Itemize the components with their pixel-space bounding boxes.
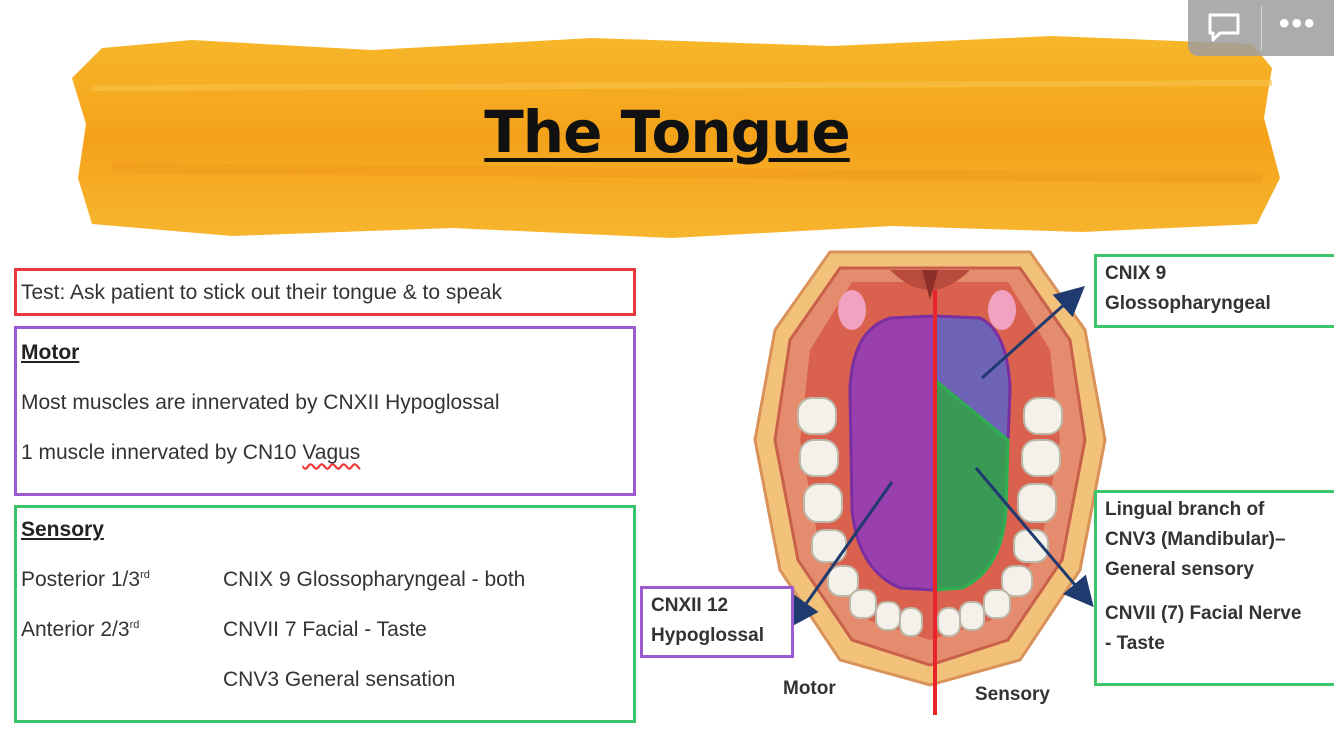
vagus-word: Vagus bbox=[302, 441, 361, 464]
uvula bbox=[922, 270, 938, 300]
lingual-line-3: General sensory bbox=[1105, 559, 1254, 580]
motor-line-2: 1 muscle innervated by CN10 Vagus bbox=[21, 441, 360, 465]
tongue-diagram bbox=[740, 240, 1120, 725]
left-teeth bbox=[797, 397, 923, 637]
label-cnxii-hypoglossal: CNXII 12 Hypoglossal bbox=[640, 586, 794, 658]
sensory-heading: Sensory bbox=[21, 518, 104, 541]
lingual-line-2: CNV3 (Mandibular)– bbox=[1105, 529, 1286, 550]
motor-heading: Motor bbox=[21, 341, 80, 364]
toolbar-divider bbox=[1260, 6, 1262, 50]
more-icon: ••• bbox=[1278, 7, 1317, 40]
more-options-button[interactable]: ••• bbox=[1262, 0, 1334, 56]
speech-bubble-icon bbox=[1208, 13, 1240, 42]
anterior-sup: rd bbox=[129, 619, 140, 631]
posterior-sup: rd bbox=[140, 569, 150, 581]
cnix-line-2: Glossopharyngeal bbox=[1105, 293, 1271, 314]
anterior-label-text: Anterior 2/3 bbox=[21, 618, 130, 641]
tongue-left-motor bbox=[848, 314, 937, 592]
right-tonsil bbox=[988, 290, 1016, 330]
cnix-line-1: CNIX 9 bbox=[1105, 263, 1167, 284]
arrow-cnxii bbox=[789, 481, 894, 628]
motor-box: Motor Most muscles are innervated by CNX… bbox=[14, 326, 636, 496]
tongue-right-anterior bbox=[933, 376, 1010, 592]
posterior-label: Posterior 1/3rd bbox=[21, 568, 150, 592]
motor-line-1: Most muscles are innervated by CNXII Hyp… bbox=[21, 391, 500, 414]
anterior-value: CNVII 7 Facial - Taste bbox=[223, 618, 427, 641]
posterior-value: CNIX 9 Glossopharyngeal - both bbox=[223, 568, 526, 591]
cnxii-line-1: CNXII 12 bbox=[651, 595, 729, 616]
motor-caption: Motor bbox=[783, 678, 836, 699]
test-text: Test: Ask patient to stick out their ton… bbox=[21, 281, 502, 304]
right-teeth bbox=[937, 397, 1063, 637]
general-sensation-value: CNV3 General sensation bbox=[223, 668, 456, 691]
tongue-right-posterior bbox=[933, 314, 1012, 444]
arrow-lingual bbox=[974, 467, 1094, 608]
posterior-label-text: Posterior 1/3 bbox=[21, 568, 141, 591]
anterior-label: Anterior 2/3rd bbox=[21, 618, 139, 642]
title-banner bbox=[72, 28, 1292, 246]
facial-line-1: CNVII (7) Facial Nerve bbox=[1105, 603, 1302, 624]
lingual-line-1: Lingual branch of bbox=[1105, 499, 1265, 520]
arrow-cnix bbox=[981, 286, 1085, 380]
label-lingual-facial: Lingual branch of CNV3 (Mandibular)– Gen… bbox=[1094, 490, 1334, 686]
label-cnix-glossopharyngeal: CNIX 9 Glossopharyngeal bbox=[1094, 254, 1334, 328]
comment-button[interactable] bbox=[1188, 0, 1261, 56]
overlay-toolbar: ••• bbox=[1188, 0, 1334, 56]
sensory-box: Sensory Posterior 1/3rd CNIX 9 Glossopha… bbox=[14, 505, 636, 723]
left-tonsil bbox=[838, 290, 866, 330]
facial-line-2: - Taste bbox=[1105, 633, 1165, 654]
motor-line-2-prefix: 1 muscle innervated by CN10 bbox=[21, 441, 303, 464]
slide-title: The Tongue bbox=[484, 98, 851, 166]
test-box: Test: Ask patient to stick out their ton… bbox=[14, 268, 636, 316]
sensory-caption: Sensory bbox=[975, 684, 1050, 705]
cnxii-line-2: Hypoglossal bbox=[651, 625, 764, 646]
